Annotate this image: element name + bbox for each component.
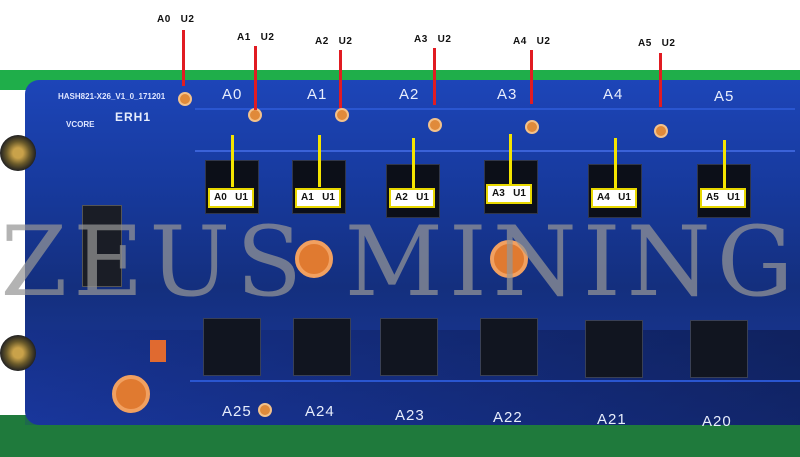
board-model-label: HASH821-X26_V1_0_171201 (58, 92, 166, 101)
annotation-a5-u1: A5 U1 (700, 188, 746, 208)
silk-label-a1: A1 (307, 86, 328, 103)
asic-chip-a20 (690, 320, 748, 378)
trace (195, 150, 795, 152)
silk-label-a23: A23 (395, 407, 425, 424)
silk-label-a4: A4 (603, 86, 624, 103)
silk-label-a3: A3 (497, 86, 518, 103)
asic-chip-a25 (203, 318, 261, 376)
trace (190, 380, 800, 382)
vcore-label: VCORE (66, 120, 95, 129)
test-pad (178, 92, 192, 106)
mounting-pad (112, 375, 150, 413)
asic-chip-a24 (293, 318, 351, 376)
annotation-a1-u1: A1 U1 (295, 188, 341, 208)
marker-line-a1-u2 (254, 46, 257, 110)
marker-line-a5-u2 (659, 53, 662, 107)
asic-chip-a23 (380, 318, 438, 376)
marker-line-a1-u1 (318, 135, 321, 187)
silk-label-a5: A5 (714, 88, 735, 105)
mounting-pad (295, 240, 333, 278)
power-connector-bottom (0, 335, 36, 371)
annotation-a0-u1: A0 U1 (208, 188, 254, 208)
marker-line-a2-u2 (339, 50, 342, 108)
marker-line-a3-u1 (509, 134, 512, 184)
test-pad (258, 403, 272, 417)
annotation-a1-u2: A1 U2 (237, 32, 275, 43)
erh-label: ERH1 (115, 110, 152, 124)
annotation-a2-u1: A2 U1 (389, 188, 435, 208)
test-pad (335, 108, 349, 122)
annotation-a5-u2: A5 U2 (638, 38, 676, 49)
trace (195, 108, 795, 110)
marker-line-a0-u1 (231, 135, 234, 187)
marker-line-a0-u2 (182, 30, 185, 86)
annotation-a4-u2: A4 U2 (513, 36, 551, 47)
power-connector-top (0, 135, 36, 171)
annotation-a4-u1: A4 U1 (591, 188, 637, 208)
marker-line-a3-u2 (433, 48, 436, 105)
silk-label-a20: A20 (702, 413, 732, 430)
marker-line-a2-u1 (412, 138, 415, 188)
silk-label-a0: A0 (222, 86, 243, 103)
annotation-a2-u2: A2 U2 (315, 36, 353, 47)
silk-label-a24: A24 (305, 403, 335, 420)
annotation-a3-u1: A3 U1 (486, 184, 532, 204)
test-pad (248, 108, 262, 122)
smd-component (150, 340, 166, 362)
silk-label-a22: A22 (493, 409, 523, 426)
mounting-pad (490, 240, 528, 278)
annotation-a0-u2: A0 U2 (157, 14, 195, 25)
marker-line-a4-u1 (614, 138, 617, 188)
header-connector (82, 205, 122, 287)
watermark: ZEUS MINING (0, 206, 800, 318)
asic-chip-a21 (585, 320, 643, 378)
silk-label-a2: A2 (399, 86, 420, 103)
silk-label-a21: A21 (597, 411, 627, 428)
marker-line-a4-u2 (530, 50, 533, 104)
test-pad (654, 124, 668, 138)
test-pad (428, 118, 442, 132)
annotation-a3-u2: A3 U2 (414, 34, 452, 45)
marker-line-a5-u1 (723, 140, 726, 188)
test-pad (525, 120, 539, 134)
asic-chip-a22 (480, 318, 538, 376)
silk-label-a25: A25 (222, 403, 252, 420)
